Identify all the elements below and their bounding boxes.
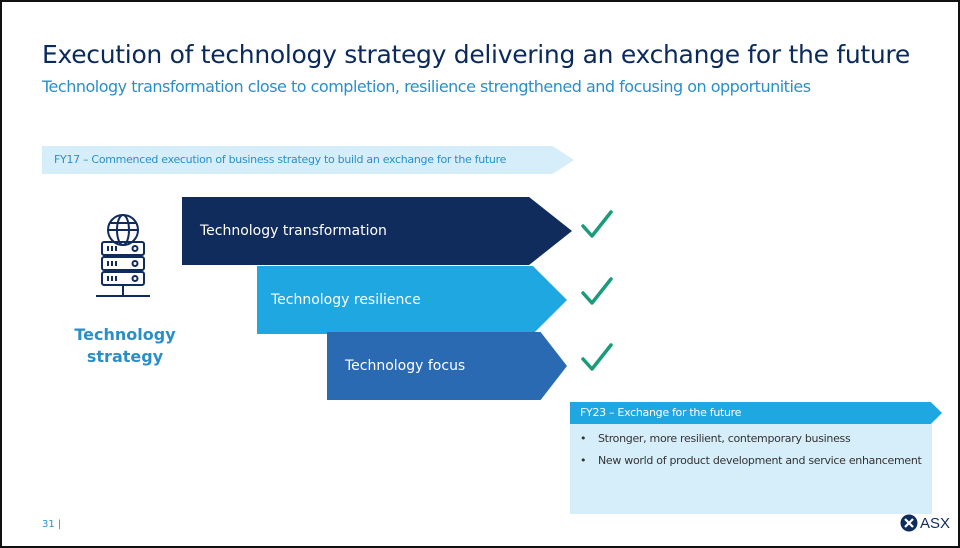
list-item: • New world of product development and s… (580, 454, 922, 468)
fy23-box: • Stronger, more resilient, contemporary… (570, 424, 932, 514)
slide-title: Execution of technology strategy deliver… (42, 40, 910, 69)
stage-label: Technology focus (345, 358, 466, 374)
stage-label: Technology resilience (271, 292, 421, 308)
slide-subtitle: Technology transformation close to compl… (42, 77, 811, 96)
list-item-text: Stronger, more resilient, contemporary b… (598, 432, 851, 445)
fy17-banner: FY17 – Commenced execution of business s… (42, 146, 574, 174)
stage-arrow-resilience: Technology resilience (257, 266, 567, 334)
logo-text: ASX (920, 514, 951, 532)
bullet-icon: • (580, 454, 587, 467)
check-icon (581, 210, 613, 238)
server-globe-icon (96, 214, 150, 297)
asx-logo-icon (900, 514, 918, 532)
technology-strategy-label: Technology strategy (60, 324, 190, 368)
list-item: • Stronger, more resilient, contemporary… (580, 432, 922, 446)
stage-arrow-transformation: Technology transformation (182, 197, 572, 265)
check-icon (581, 277, 613, 305)
strategy-label-line2: strategy (86, 347, 164, 366)
list-item-text: New world of product development and ser… (598, 454, 922, 467)
stage-arrow-focus: Technology focus (327, 332, 567, 400)
fy23-header: FY23 – Exchange for the future (570, 402, 942, 424)
page-number: 31 | (42, 519, 62, 530)
check-icon (581, 343, 613, 371)
bullet-icon: • (580, 432, 587, 445)
stage-label: Technology transformation (200, 223, 387, 239)
strategy-label-line1: Technology (74, 325, 176, 344)
asx-logo: ASX (900, 512, 950, 534)
